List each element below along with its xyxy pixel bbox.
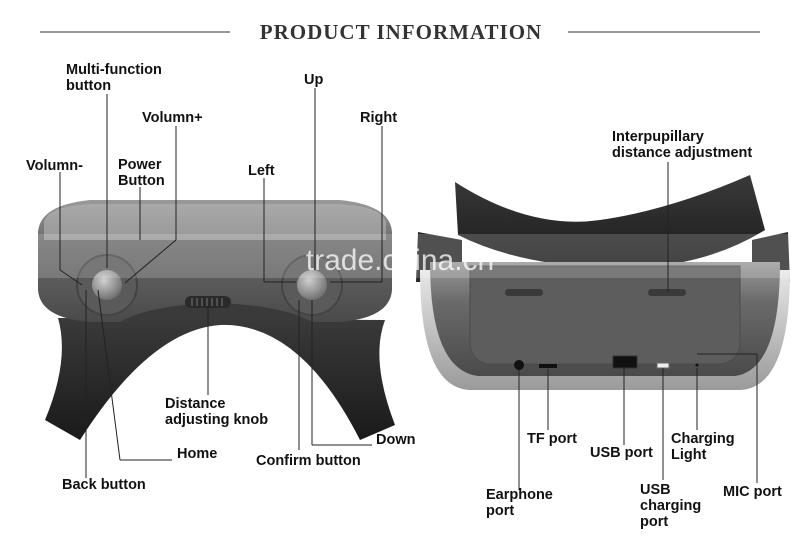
label-distance-line1: Distance [165,396,225,412]
label-charging-line1: Charging [671,431,735,447]
home-knob [92,270,122,300]
label-multi-function-line1: Multi-function [66,62,162,78]
confirm-knob [297,270,327,300]
label-power-line1: Power [118,157,162,173]
label-earphone-line2: port [486,503,514,519]
shell-highlight [44,204,386,240]
face-cushion [45,318,395,440]
page-title: PRODUCT INFORMATION [260,20,542,44]
label-distance-line2: adjusting knob [165,412,268,428]
label-volume-minus: Volumn- [26,158,83,174]
label-home: Home [177,446,217,462]
headset-front-view [38,200,395,440]
watermark-bar [0,234,800,278]
label-multi-function-line2: button [66,78,111,94]
port-recess [469,265,741,365]
label-usb-charging-line1: USB [640,482,671,498]
label-charging-line2: Light [671,447,707,463]
left-leader-lines [59,88,383,478]
ipd-slider-right [648,289,686,296]
label-mic-port: MIC port [723,484,782,500]
label-up: Up [304,72,323,88]
mic-port [695,363,699,367]
tf-port [539,364,557,368]
usb-port [612,355,638,369]
nose-bridge [120,303,312,322]
label-usb-charging-line2: charging [640,498,701,514]
label-volume-plus: Volumn+ [142,110,203,126]
label-usb-charging-line3: port [640,514,668,530]
right-leader-lines [518,162,758,490]
label-ipd-line2: distance adjustment [612,145,752,161]
foam-cushion [455,175,765,269]
label-ipd-line1: Interpupillary [612,129,704,145]
label-power-line2: Button [118,173,165,189]
label-confirm: Confirm button [256,453,361,469]
ipd-slider-left [505,289,543,296]
usb-charging-port [656,362,670,369]
label-earphone-line1: Earphone [486,487,553,503]
headset-bottom-view [416,175,790,390]
label-right: Right [360,110,397,126]
label-tf-port: TF port [527,431,577,447]
watermark: trade.china.cn [306,244,494,277]
label-usb-port: USB port [590,445,653,461]
earphone-port [514,360,524,370]
label-back: Back button [62,477,146,493]
label-left: Left [248,163,275,179]
label-down: Down [376,432,415,448]
